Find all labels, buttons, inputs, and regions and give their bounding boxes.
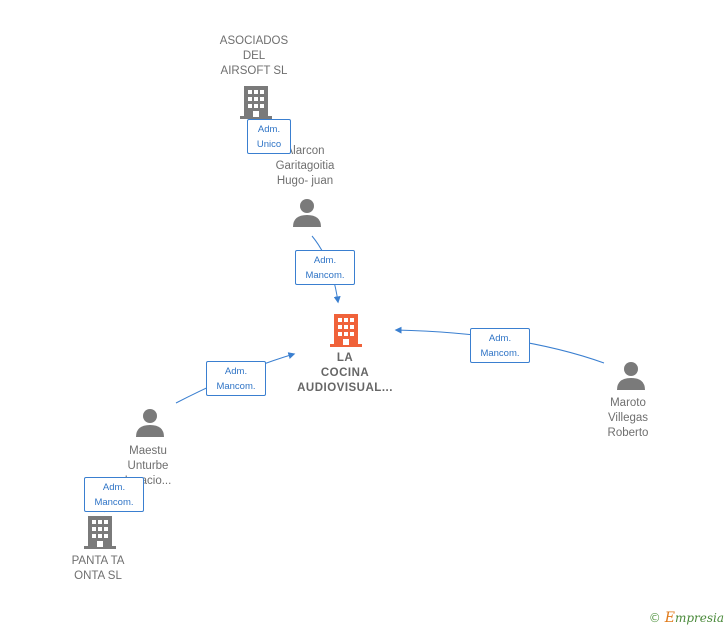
- node-label-line: COCINA: [320, 367, 370, 379]
- badge-line: Adm.: [488, 333, 512, 344]
- badge-line: Adm.: [257, 124, 281, 135]
- badge-line: Mancom.: [305, 270, 345, 281]
- brand-name: mpresia: [674, 611, 724, 625]
- node-label-line: Alarcon: [285, 145, 325, 157]
- node-label-line: Maestu: [129, 445, 167, 457]
- node-label-line: ASOCIADOS: [219, 35, 289, 47]
- node-label-line: LA: [336, 352, 354, 364]
- badge-line: Mancom.: [216, 381, 256, 392]
- brand-initial: E: [664, 610, 675, 626]
- node-label-line: Unturbe: [127, 460, 169, 472]
- node-label-line: Roberto: [607, 427, 649, 439]
- building-icon[interactable]: [240, 84, 272, 120]
- relation-badge-adm-mancom[interactable]: Adm. Mancom.: [295, 250, 355, 285]
- building-icon[interactable]: [330, 312, 362, 348]
- relation-badge-adm-mancom[interactable]: Adm. Mancom.: [470, 328, 530, 363]
- person-icon[interactable]: [292, 198, 322, 228]
- node-label-main[interactable]: LA COCINA AUDIOVISUAL...: [280, 351, 410, 396]
- node-label-maroto: Maroto Villegas Roberto: [588, 396, 668, 441]
- copyright-icon: ©: [648, 611, 661, 625]
- node-label-line: Maroto: [610, 397, 646, 409]
- node-label-asociados: ASOCIADOS DEL AIRSOFT SL: [204, 34, 304, 79]
- building-icon[interactable]: [84, 514, 116, 550]
- person-icon[interactable]: [135, 408, 165, 438]
- node-label-line: AUDIOVISUAL...: [297, 382, 393, 394]
- node-label-alarcon: Alarcon Garitagoitia Hugo- juan: [255, 144, 355, 189]
- person-icon[interactable]: [616, 361, 646, 391]
- node-label-panta: PANTA TA ONTA SL: [58, 554, 138, 584]
- relation-badge-adm-unico[interactable]: Adm. Unico: [247, 119, 291, 154]
- node-label-line: ONTA SL: [74, 570, 122, 582]
- node-label-line: Hugo- juan: [276, 175, 334, 187]
- badge-line: Unico: [256, 139, 282, 150]
- badge-line: Adm.: [313, 255, 337, 266]
- relation-badge-adm-mancom[interactable]: Adm. Mancom.: [206, 361, 266, 396]
- badge-line: Mancom.: [94, 497, 134, 508]
- node-label-line: Garitagoitia: [275, 160, 335, 172]
- badge-line: Adm.: [224, 366, 248, 377]
- badge-line: Mancom.: [480, 348, 520, 359]
- node-label-line: Villegas: [607, 412, 649, 424]
- node-label-line: DEL: [242, 50, 266, 62]
- node-label-line: PANTA TA: [71, 555, 125, 567]
- empresia-watermark: ©Empresia: [649, 610, 724, 626]
- badge-line: Adm.: [102, 482, 126, 493]
- relation-badge-adm-mancom[interactable]: Adm. Mancom.: [84, 477, 144, 512]
- node-label-line: AIRSOFT SL: [220, 65, 288, 77]
